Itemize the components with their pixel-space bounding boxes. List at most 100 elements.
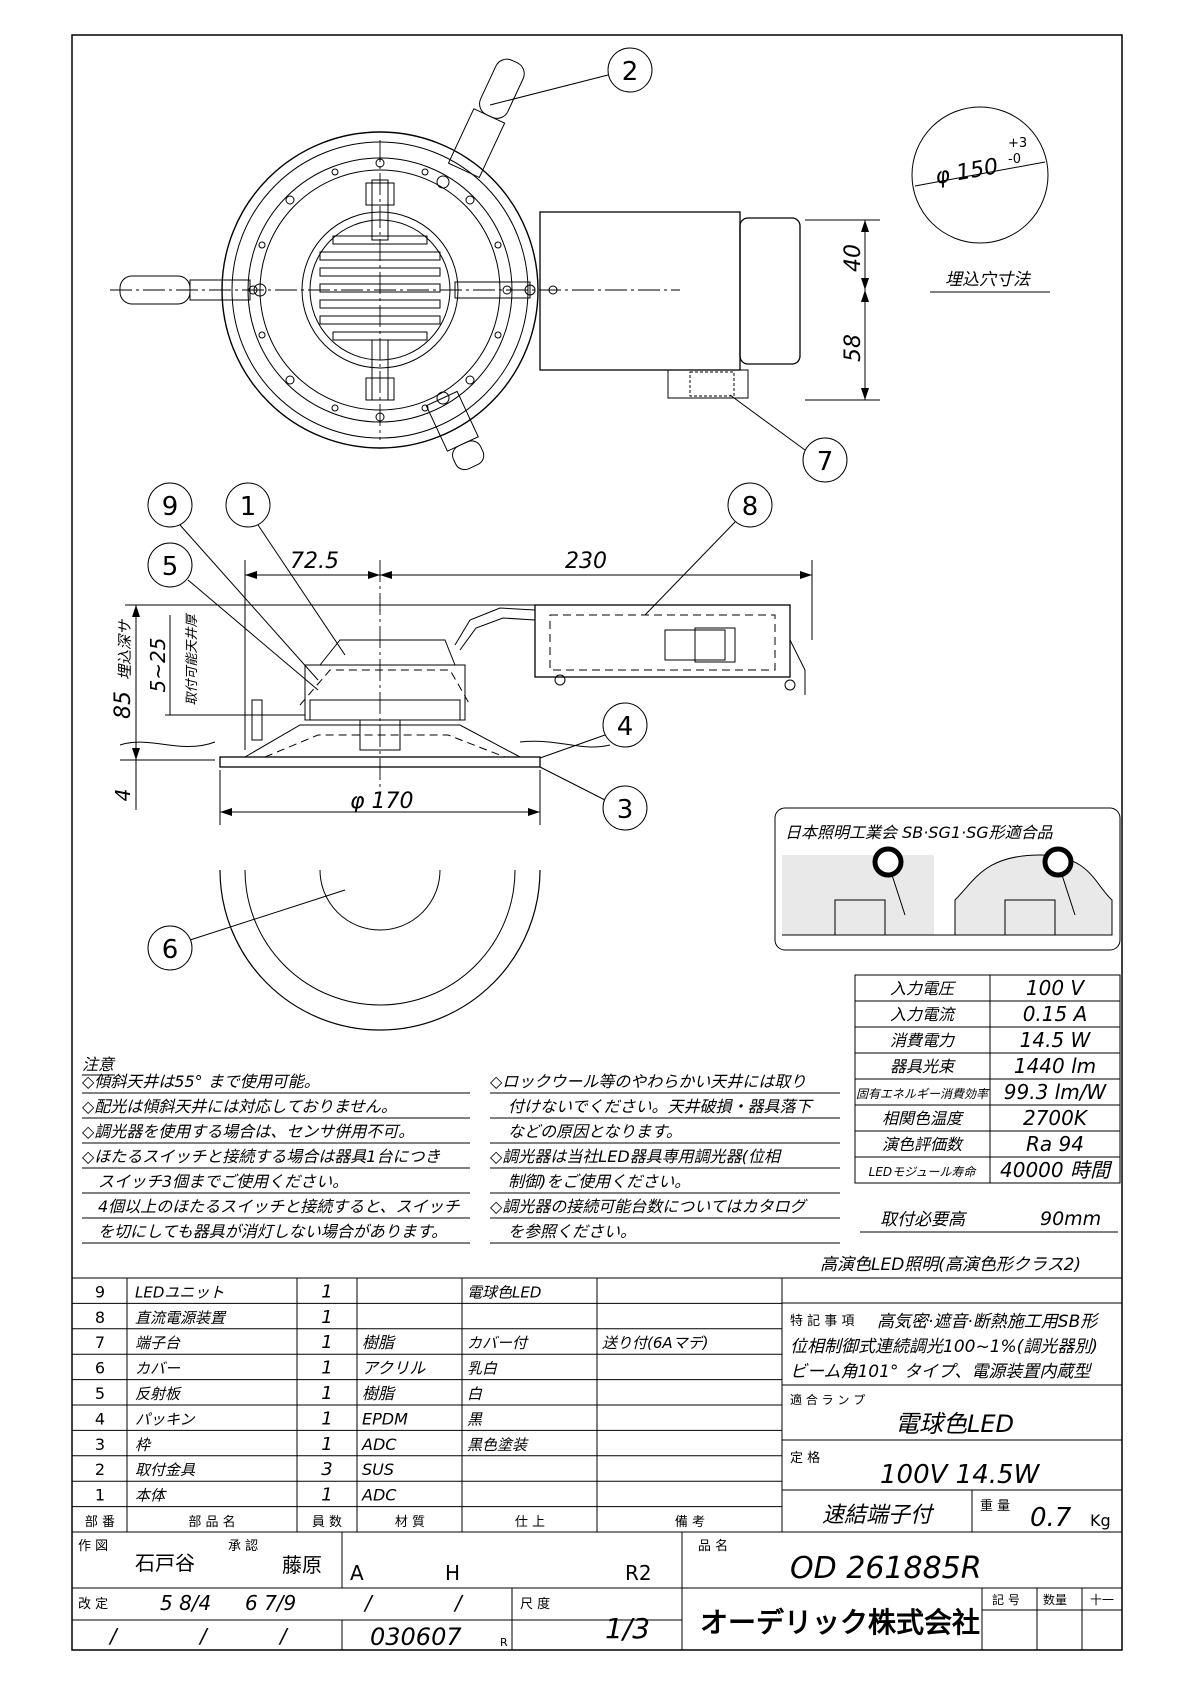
side-view-dims: 72.5 230 85 埋込深サ 5~25 取付可能天井厚 4 φ 170 — [111, 549, 813, 825]
info-block: 特 記 事 項 高気密·遮音·断熱施工用SB形 位相制御式連続調光100~1%(… — [782, 1302, 1122, 1533]
parts-cell-finish: 白 — [467, 1385, 483, 1403]
note-left-line: ◇配光は傾斜天井には対応しておりません。 — [82, 1097, 397, 1116]
dim-5-25: 5~25 — [146, 638, 170, 693]
note-left-line: ◇傾斜天井は55° まで使用可能。 — [82, 1072, 320, 1091]
parts-cell-finish: 黒色塗装 — [467, 1436, 529, 1454]
parts-cell-qty: 1 — [321, 1358, 332, 1379]
code-h: H — [445, 1561, 460, 1585]
parts-cell-no: 1 — [95, 1486, 105, 1505]
mount-height-value: 90mm — [1040, 1208, 1101, 1230]
parts-cell-name: 本体 — [135, 1487, 167, 1505]
symbol-label: 記 号 — [992, 1592, 1020, 1607]
compat-title: 日本照明工業会 SB·SG1·SG形適合品 — [785, 823, 1054, 842]
parts-cell-finish: 電球色LED — [467, 1283, 541, 1301]
revision-slash-1: / — [363, 1591, 374, 1615]
parts-cell-qty: 3 — [321, 1459, 332, 1480]
parts-cell-material: ADC — [361, 1435, 397, 1454]
spec-value: 0.15 A — [1023, 1002, 1088, 1026]
spec-value: 14.5 W — [1020, 1028, 1092, 1052]
drawing-suffix: R — [500, 1636, 508, 1649]
parts-cell-no: 8 — [95, 1308, 105, 1327]
spec-value: 40000 時間 — [1000, 1158, 1113, 1182]
parts-cell-material: 樹脂 — [362, 1384, 396, 1403]
product-label: 品 名 — [698, 1538, 728, 1554]
spec-value: 100 V — [1026, 976, 1086, 1000]
note-right-line: ◇ロックウール等のやわらかい天井には取り — [490, 1072, 806, 1091]
parts-cell-material: 樹脂 — [362, 1333, 396, 1352]
features-label: 特 記 事 項 — [790, 1313, 854, 1329]
lamp-label: 適 合 ラ ン プ — [790, 1392, 865, 1407]
scale-label: 尺 度 — [520, 1596, 550, 1612]
dim-72-5: 72.5 — [290, 549, 339, 574]
note-right-line: 付けないでください。天井破損・器具落下 — [508, 1097, 815, 1116]
notes-left: ◇傾斜天井は55° まで使用可能。 ◇配光は傾斜天井には対応しておりません。 ◇調光… — [82, 1072, 470, 1244]
note-right-line: ◇調光器の接続可能台数についてはカタログ — [490, 1197, 809, 1216]
parts-cell-name: LEDユニット — [135, 1283, 224, 1301]
drawn-by: 石戸谷 — [135, 1551, 195, 1575]
weight-unit: Kg — [1090, 1511, 1111, 1530]
parts-cell-qty: 1 — [321, 1383, 332, 1404]
balloon-1: 1 — [240, 492, 257, 522]
note-left-line: ◇調光器を使用する場合は、センサ併用不可。 — [82, 1122, 414, 1141]
notes-right: ◇ロックウール等のやわらかい天井には取り付けないでください。天井破損・器具落下な… — [490, 1072, 840, 1244]
parts-cell-finish: カバー付 — [467, 1334, 529, 1352]
spec-label: 固有エネルギー消費効率 — [856, 1087, 990, 1101]
embed-depth-label: 埋込深サ — [116, 619, 134, 680]
lamp-value: 電球色LED — [895, 1410, 1014, 1438]
balloon-4: 4 — [617, 712, 634, 742]
parts-cell-no: 4 — [95, 1409, 105, 1428]
parts-cell-remarks: 送り付(6Aマデ) — [602, 1334, 709, 1352]
note-right-line: 制御)をご使用ください。 — [508, 1172, 690, 1191]
product-number: OD 261885R — [790, 1551, 982, 1586]
note-left-line: スイッチ3個までご使用ください。 — [98, 1172, 348, 1191]
revision-slash-4: / — [198, 1624, 209, 1648]
sheet-border — [71, 34, 1123, 1651]
revision-slash-3: / — [108, 1624, 119, 1648]
balloon-8: 8 — [742, 492, 759, 522]
title-block: 作 図 石戸谷 承 認 藤原 A H R2 品 名 OD 261885R 改 定… — [72, 1532, 1122, 1651]
parts-cell-material: EPDM — [362, 1409, 408, 1428]
features-line-3: ビーム角101° タイプ、電源装置内蔵型 — [790, 1362, 1092, 1382]
hole-tol-minus: -0 — [1008, 152, 1021, 167]
rating-label: 定 格 — [790, 1450, 820, 1466]
parts-cell-material: アクリル — [362, 1359, 426, 1378]
parts-cell-name: 取付金具 — [135, 1461, 196, 1479]
parts-cell-qty: 1 — [321, 1485, 332, 1506]
spec-value: 2700K — [1023, 1106, 1089, 1130]
notes: 注意 — [82, 1055, 116, 1076]
revision-date-2: 6 7/9 — [245, 1591, 296, 1615]
balloon-9: 9 — [162, 492, 179, 522]
parts-cell-qty: 1 — [321, 1408, 332, 1429]
note-left-line: を切にしても器具が消灯しない場合があります。 — [98, 1222, 447, 1241]
parts-cell-no: 2 — [95, 1460, 105, 1479]
spec-value: Ra 94 — [1026, 1132, 1084, 1156]
spec-value: 1440 lm — [1014, 1054, 1096, 1078]
part-balloons: 2 7 9 1 8 5 4 3 6 — [147, 47, 848, 971]
dim-40: 40 — [841, 244, 866, 272]
parts-cell-material: SUS — [362, 1460, 394, 1479]
top-view — [110, 58, 801, 471]
parts-header-cell: 備 考 — [675, 1514, 705, 1530]
code-a: A — [350, 1561, 364, 1585]
drawn-label: 作 図 — [78, 1539, 108, 1554]
spec-label: 相関色温度 — [882, 1109, 965, 1128]
weight-label: 重 量 — [980, 1498, 1010, 1514]
hole-tol-plus: +3 — [1008, 136, 1027, 151]
parts-header-cell: 材 質 — [395, 1515, 425, 1530]
parts-header-cell: 員 数 — [312, 1515, 342, 1530]
parts-cell-no: 3 — [95, 1435, 105, 1454]
note-left-line: 4個以上のほたるスイッチと接続すると、スイッチ — [98, 1197, 461, 1216]
mount-height-label: 取付必要高 — [880, 1210, 968, 1230]
note-right-line: を参照ください。 — [508, 1222, 636, 1241]
note-left-line: ◇ほたるスイッチと接続する場合は器具1台につき — [82, 1147, 441, 1166]
note-right-line: などの原因となります。 — [508, 1122, 682, 1141]
company-name: オーデリック株式会社 — [700, 1606, 980, 1639]
balloon-2: 2 — [622, 57, 639, 87]
spec-label: 演色評価数 — [882, 1135, 964, 1154]
side-view — [119, 560, 806, 790]
parts-cell-qty: 1 — [321, 1434, 332, 1455]
note-right-line: ◇調光器は当社LED器具専用調光器(位相 — [490, 1147, 782, 1166]
